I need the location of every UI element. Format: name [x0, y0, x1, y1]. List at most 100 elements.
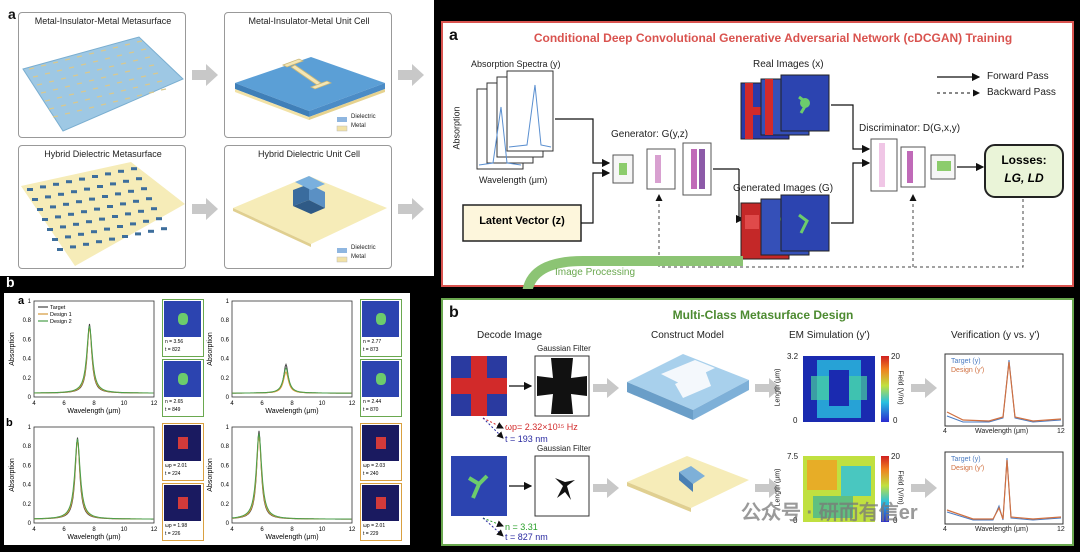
y-tick: 1 [226, 425, 230, 431]
hd-cross-element [131, 167, 137, 171]
mim-surface-box: Metal-Insulator-Metal Metasurface [18, 12, 186, 138]
x-tick: 10 [121, 401, 128, 407]
forward-pass-label: Forward Pass [987, 71, 1049, 82]
image-processing-label: Image Processing [555, 267, 636, 278]
design-param-n: n = 2.77 [363, 339, 382, 345]
hd-cross-element [55, 215, 61, 219]
hd-cross-element [128, 189, 134, 193]
latent-vector-label: Latent Vector (z) [479, 215, 565, 227]
x-tick: 10 [319, 527, 326, 533]
mim-h-element [92, 60, 99, 63]
mim-h-element [112, 100, 119, 103]
mim-h-element [64, 112, 71, 115]
y-tick: 0.6 [23, 463, 32, 469]
x-tick: 12 [151, 401, 158, 407]
x-tick: 8 [92, 527, 96, 533]
real-images-label: Real Images (x) [753, 59, 824, 70]
em2-bot: 0 [793, 516, 798, 525]
mim-cell-box: Metal-Insulator-Metal Unit Cell Dielectr… [224, 12, 392, 138]
hd-cross-element [42, 218, 48, 221]
generated-images-label: Generated Images (G) [733, 183, 834, 194]
mim-h-element [160, 88, 167, 91]
legend-dielectric: Dielectric [351, 114, 376, 120]
mim-h-element [84, 98, 91, 101]
cb2-bot: 0 [893, 516, 898, 525]
mim-h-element [72, 101, 79, 104]
mim-h-element [100, 49, 107, 52]
design-shape [376, 437, 386, 449]
hd-cross-element [117, 225, 123, 228]
design-image [362, 301, 399, 337]
wavelength-axis-label: Wavelength (μm) [479, 175, 548, 185]
verify1-x0: 4 [943, 428, 947, 435]
x-axis-label: Wavelength (μm) [265, 534, 318, 541]
hd-cross-element [65, 235, 71, 239]
design-param-t: t = 822 [165, 347, 181, 353]
x-tick: 12 [349, 401, 356, 407]
mim-h-element [32, 75, 39, 78]
plot-frame [33, 300, 155, 398]
thickness-2: t = 827 nm [505, 532, 548, 542]
legend-dielectric: Dielectric [351, 245, 376, 251]
design-card: n = 2.44 t = 870 [360, 359, 402, 417]
x-tick: 4 [230, 401, 234, 407]
hd-cross-element [50, 205, 56, 209]
hd-cross-element [94, 207, 100, 211]
x-tick: 6 [62, 401, 66, 407]
spectrum-line [34, 438, 154, 520]
discriminator-label: Discriminator: D(G,x,y) [859, 123, 961, 134]
legend-metal: Metal [351, 254, 366, 260]
spectrum-line [231, 433, 352, 520]
design-param-t: t = 870 [363, 407, 379, 413]
y-tick: 0.8 [23, 318, 32, 324]
x-tick: 8 [290, 527, 294, 533]
y-tick: 0.4 [221, 483, 230, 489]
x-tick: 12 [349, 527, 356, 533]
mim-h-element [68, 66, 75, 69]
mim-h-element [64, 58, 71, 61]
mim-h-element [60, 77, 67, 80]
backward-pass-label: Backward Pass [987, 87, 1056, 98]
thickness-1: t = 193 nm [505, 434, 548, 444]
x-tick: 4 [32, 401, 36, 407]
left-top-panel: a Metal-Insulator-Metal Metasurface Meta… [0, 0, 434, 276]
mim-h-element [84, 71, 91, 74]
hd-cross-element [99, 217, 105, 221]
x-axis-label: Wavelength (μm) [265, 408, 318, 415]
mim-h-element [92, 87, 99, 90]
design-shape [178, 437, 188, 449]
mim-h-element [80, 63, 87, 66]
mim-h-element [76, 55, 83, 58]
verify1-legend-design: Design (y') [951, 367, 985, 374]
em1-top: 3.2 [787, 352, 799, 361]
hd-cross-element [68, 212, 74, 216]
design-shape [376, 373, 386, 385]
hd-cross-element [47, 228, 53, 231]
hd-cross-element [148, 229, 154, 233]
hd-cross-element [66, 180, 72, 184]
hd-surface-title: Hybrid Dielectric Metasurface [44, 149, 162, 159]
mim-h-element [88, 79, 95, 82]
hd-cross-element [138, 209, 144, 213]
hd-cross-element [110, 182, 116, 186]
design-param-n: n = 2.44 [363, 399, 382, 405]
spectrum-line [34, 325, 154, 394]
verify2-legend-target: Target (y) [951, 456, 981, 463]
hd-cross-element [133, 199, 139, 203]
hd-cross-element [63, 202, 69, 206]
multiclass-title: Multi-Class Metasurface Design [672, 308, 854, 322]
hd-cross-element [76, 200, 82, 204]
mim-h-element [152, 72, 159, 75]
cb1-top: 20 [891, 352, 900, 361]
hd-cross-element [45, 195, 51, 199]
generated-images [740, 194, 830, 260]
hd-cross-element [37, 208, 43, 211]
panel-label-a: a [8, 6, 16, 22]
y-tick: 0 [226, 395, 230, 401]
y-tick: 0.2 [23, 376, 32, 382]
mim-h-element [60, 104, 67, 107]
hd-cross-element [141, 187, 147, 191]
construct-model-label: Construct Model [651, 330, 724, 341]
